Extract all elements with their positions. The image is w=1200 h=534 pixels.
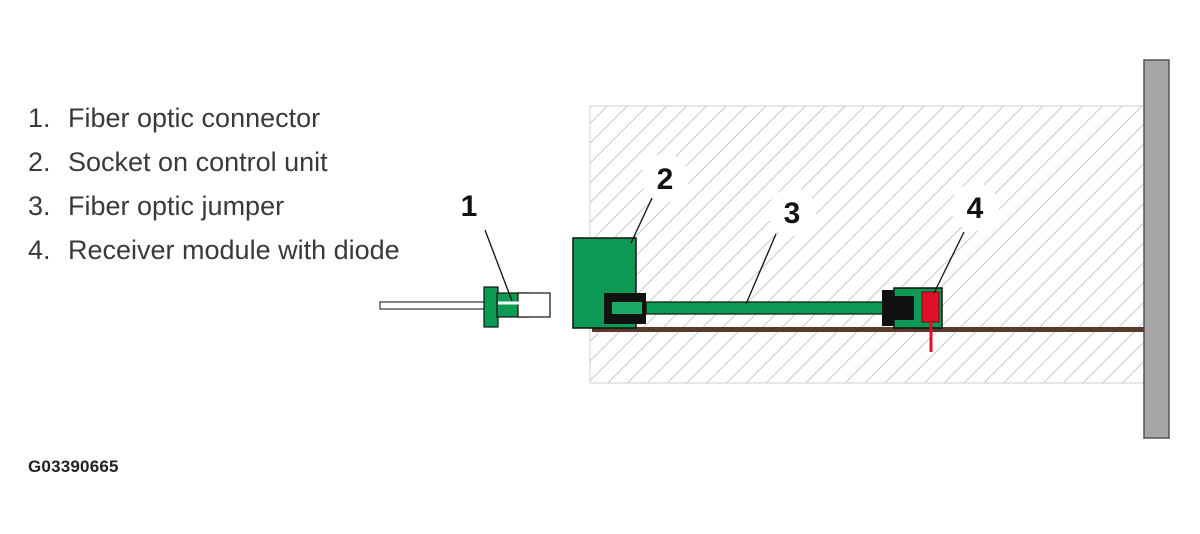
connector-flange — [483, 286, 499, 328]
callout-2-bubble — [641, 154, 689, 202]
legend-item-fiber-optic-connector: 1.Fiber optic connector — [28, 103, 321, 133]
fiber-optic-jumper — [645, 301, 887, 315]
callout-3-bubble — [768, 188, 816, 236]
callout-2: 2 — [657, 163, 674, 196]
callout-2-leader — [630, 197, 653, 244]
callout-4-leader — [933, 231, 965, 294]
socket-insert-lumen — [612, 302, 642, 314]
legend-item-receiver-module: 4.Receiver module with diode — [28, 235, 400, 265]
callout-3: 3 — [784, 197, 801, 230]
receiver-inner-black — [894, 296, 914, 320]
figure-id: G03390665 — [28, 457, 119, 476]
callout-3-leader — [745, 233, 777, 305]
callout-4: 4 — [967, 192, 984, 225]
connector-fiber-tail — [379, 301, 487, 310]
mounting-wall — [1143, 59, 1170, 439]
legend-list: 1.Fiber optic connector 2.Socket on cont… — [28, 96, 400, 272]
callout-1-leader — [484, 229, 513, 302]
callout-4-bubble — [951, 183, 999, 231]
receiver-diode — [921, 291, 940, 323]
connector-ferrule — [517, 292, 551, 318]
callout-1: 1 — [461, 190, 478, 223]
receiver-module-black — [882, 290, 896, 326]
circuit-board — [592, 327, 1144, 332]
housing-hatched-area — [589, 105, 1147, 384]
legend-item-socket-on-control-unit: 2.Socket on control unit — [28, 147, 328, 177]
legend-item-fiber-optic-jumper: 3.Fiber optic jumper — [28, 191, 285, 221]
